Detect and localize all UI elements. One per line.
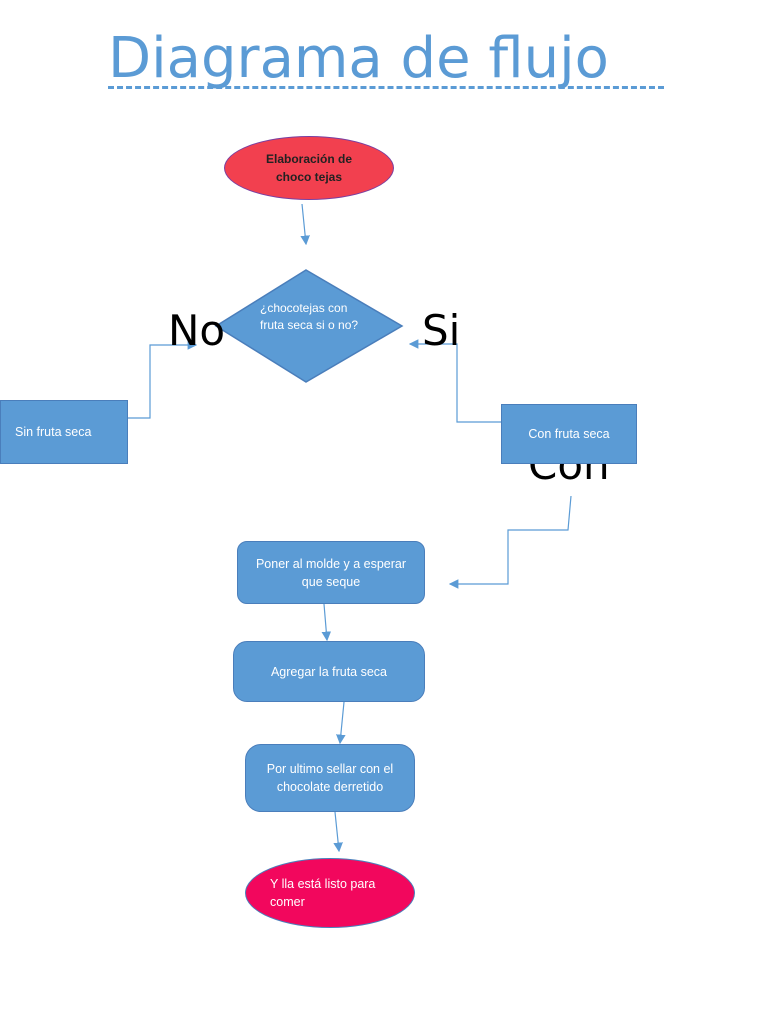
si-label: Si (422, 306, 461, 355)
arrow-con-to-decision (408, 339, 501, 423)
no-branch-box: Sin fruta seca (0, 400, 128, 464)
step-seal-box: Por ultimo sellar con el chocolate derre… (245, 744, 415, 812)
step-add-fruit-box: Agregar la fruta seca (233, 641, 425, 702)
si-branch-box: Con fruta seca (501, 404, 637, 464)
arrow-step1-to-step2 (321, 603, 332, 642)
arrow-con-to-step1 (448, 495, 572, 589)
start-node: Elaboración de choco tejas (224, 136, 394, 200)
decision-text: ¿chocotejas con fruta seca si o no? (260, 301, 359, 332)
no-label: No (168, 306, 226, 355)
title-underline (108, 86, 664, 89)
diagram-title: Diagrama de flujo (108, 26, 609, 91)
arrow-start-to-decision (300, 203, 310, 246)
arrow-step3-to-end (333, 811, 343, 853)
arrow-step2-to-step3 (336, 701, 346, 745)
arrow-sin-to-decision (128, 340, 198, 419)
end-node: Y lla está listo para comer (245, 858, 415, 928)
step-mold-box: Poner al molde y a esperar que seque (237, 541, 425, 604)
decision-node (214, 269, 404, 383)
